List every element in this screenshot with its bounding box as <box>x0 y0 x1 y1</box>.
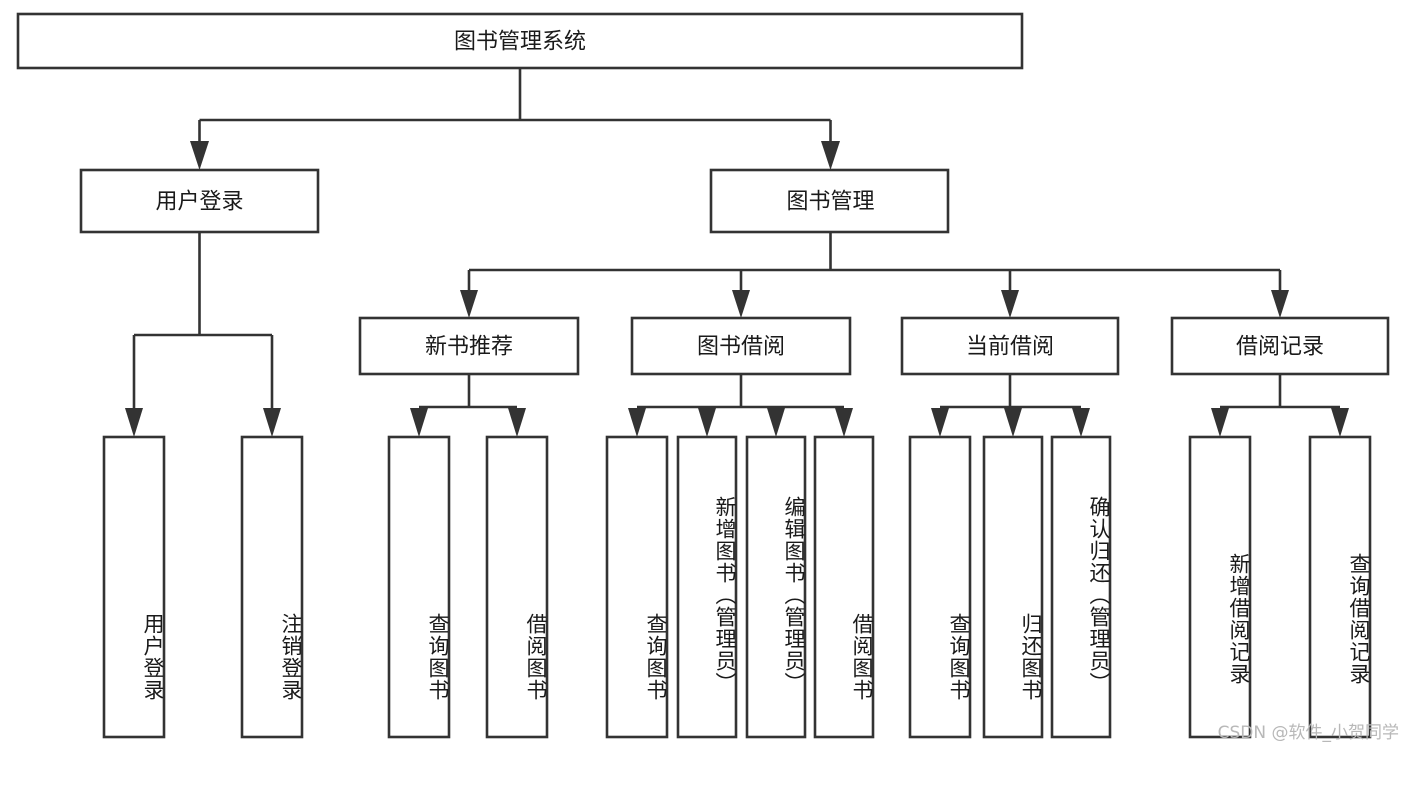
arrow-bookmgmt-to-book-borrow <box>732 290 750 318</box>
node-book-borrow-label: 图书借阅 <box>697 335 785 360</box>
arrow-newbook-to-borrow-book <box>508 408 526 437</box>
node-root-box[interactable] <box>16 12 1024 70</box>
node-book-borrow-box[interactable] <box>630 316 852 376</box>
arrow-userlogin-to-leaf-logout <box>263 408 281 437</box>
node-leaf-logout-box[interactable] <box>240 435 304 739</box>
arrow-currentborrow-to-query-book <box>931 408 949 437</box>
arrow-root-to-book-management <box>821 141 840 170</box>
node-new-book-recommend-box[interactable] <box>358 316 580 376</box>
node-leaf-confirm-return-label: 确认归还（管理员） <box>1087 496 1111 694</box>
node-leaf-borrow-book-2-label: 借阅图书 <box>850 613 874 701</box>
node-borrow-record[interactable]: 借阅记录 <box>1170 316 1390 376</box>
node-leaf-logout-label: 注销登录 <box>279 613 303 701</box>
node-leaf-user-login-box[interactable] <box>102 435 166 739</box>
node-book-borrow[interactable]: 图书借阅 <box>630 316 852 376</box>
node-leaf-add-book-label: 新增图书（管理员） <box>713 496 737 694</box>
node-new-book-recommend[interactable]: 新书推荐 <box>358 316 580 376</box>
node-new-book-recommend-label: 新书推荐 <box>425 335 513 360</box>
node-leaf-add-record-box[interactable] <box>1188 435 1252 739</box>
node-leaf-add-record-label: 新增借阅记录 <box>1227 553 1251 685</box>
node-leaf-borrow-book-1-box[interactable] <box>485 435 549 739</box>
arrow-borrowrecord-to-add-record <box>1211 408 1229 437</box>
node-leaf-return-book-box[interactable] <box>982 435 1044 739</box>
arrow-currentborrow-to-confirm-return <box>1072 408 1090 437</box>
node-user-login-box[interactable] <box>79 168 320 234</box>
node-root-label: 图书管理系统 <box>454 30 586 55</box>
node-borrow-record-label: 借阅记录 <box>1236 335 1324 360</box>
node-book-management-label: 图书管理 <box>786 190 874 215</box>
arrow-root-to-user-login <box>190 141 209 170</box>
node-leaf-confirm-return-box[interactable] <box>1050 435 1112 739</box>
node-leaf-query-book-1-box[interactable] <box>387 435 451 739</box>
node-borrow-record-box[interactable] <box>1170 316 1390 376</box>
node-user-login[interactable]: 用户登录 <box>79 168 320 234</box>
node-leaf-query-book-3-box[interactable] <box>908 435 972 739</box>
node-current-borrow-label: 当前借阅 <box>966 335 1054 360</box>
node-current-borrow-box[interactable] <box>900 316 1120 376</box>
node-leaf-query-book-2-box[interactable] <box>605 435 669 739</box>
connector-layer <box>125 68 1349 437</box>
flowchart-svg: 图书管理系统 用户登录 图书管理 新书推荐 图书借阅 当前借阅 借阅记录 <box>16 12 1390 739</box>
node-leaf-edit-book-box[interactable] <box>745 435 807 739</box>
node-book-management[interactable]: 图书管理 <box>709 168 950 234</box>
node-leaf-return-book-label: 归还图书 <box>1019 613 1043 701</box>
arrow-bookborrow-to-add-book <box>698 408 716 437</box>
diagram-canvas: 图书管理系统 用户登录 图书管理 新书推荐 图书借阅 当前借阅 借阅记录 <box>16 12 1399 743</box>
arrow-userlogin-to-leaf-user-login <box>125 408 143 437</box>
node-leaf-query-record-label: 查询借阅记录 <box>1347 553 1371 685</box>
node-user-login-label: 用户登录 <box>155 190 243 215</box>
node-current-borrow[interactable]: 当前借阅 <box>900 316 1120 376</box>
arrow-newbook-to-query-book <box>410 408 428 437</box>
arrow-bookborrow-to-borrow-book <box>835 408 853 437</box>
arrow-borrowrecord-to-query-record <box>1331 408 1349 437</box>
node-leaf-query-book-3-label: 查询图书 <box>947 613 971 701</box>
node-leaf-query-book-1-label: 查询图书 <box>426 613 450 701</box>
arrow-bookmgmt-to-borrow-record <box>1271 290 1289 318</box>
arrow-bookmgmt-to-current-borrow <box>1001 290 1019 318</box>
node-leaf-borrow-book-1-label: 借阅图书 <box>524 613 548 701</box>
node-root[interactable]: 图书管理系统 <box>16 12 1024 70</box>
node-leaf-borrow-book-2-box[interactable] <box>813 435 875 739</box>
node-book-management-box[interactable] <box>709 168 950 234</box>
csdn-watermark: CSDN @软件_小贺同学 <box>1217 723 1399 743</box>
arrow-bookborrow-to-query-book <box>628 408 646 437</box>
arrow-currentborrow-to-return-book <box>1004 408 1022 437</box>
node-leaf-query-record-box[interactable] <box>1308 435 1372 739</box>
leaf-box-layer <box>102 435 1372 739</box>
node-leaf-add-book-box[interactable] <box>676 435 738 739</box>
arrow-bookborrow-to-edit-book <box>767 408 785 437</box>
node-leaf-user-login-label: 用户登录 <box>141 613 165 701</box>
arrow-bookmgmt-to-new-book-recommend <box>460 290 478 318</box>
node-leaf-query-book-2-label: 查询图书 <box>644 613 668 701</box>
node-leaf-edit-book-label: 编辑图书（管理员） <box>782 496 806 694</box>
